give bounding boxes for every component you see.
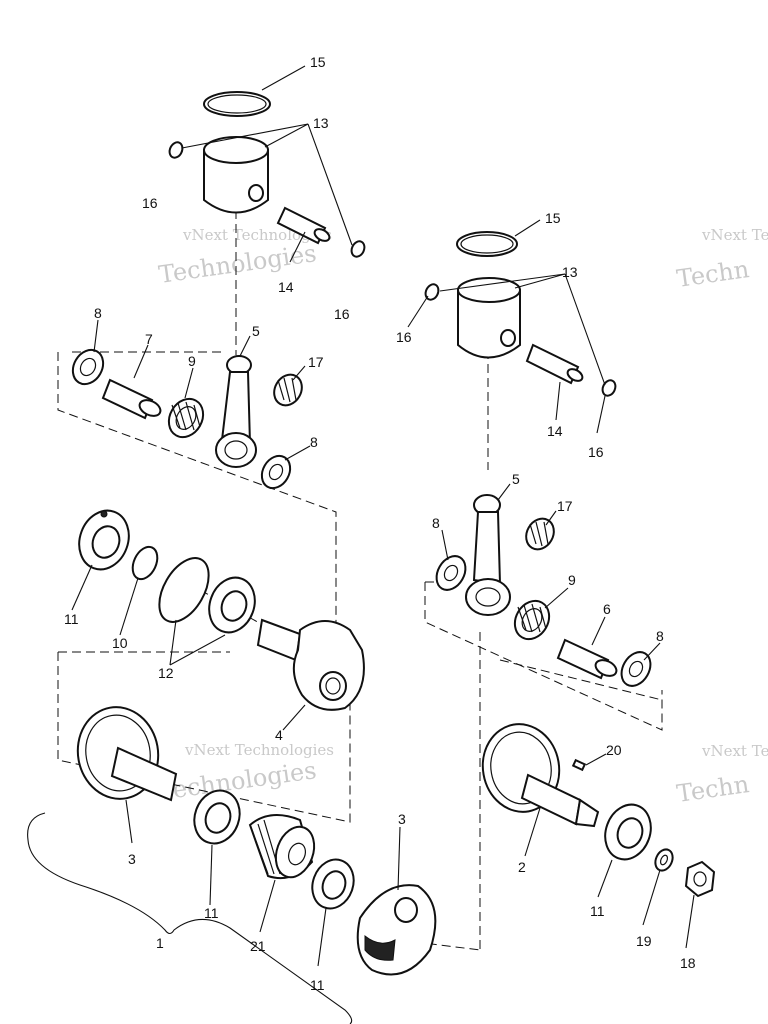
right-piston-pin <box>525 343 584 385</box>
left-thrust-washer-8b <box>260 454 292 490</box>
left-piston <box>203 136 269 214</box>
labyrinth-seal-21 <box>248 814 316 880</box>
watermark-top-right: vNext Te Techn <box>675 226 768 293</box>
right-thrust-washer-8d <box>620 651 652 687</box>
right-main-bearing-11e <box>604 803 652 861</box>
callout-16-left-top: 16 <box>142 195 158 211</box>
svg-text:Techn: Techn <box>675 255 751 293</box>
callout-16-right-side: 16 <box>588 444 604 460</box>
callout-labels: 15 13 16 14 16 8 7 9 5 17 8 11 10 12 4 3… <box>64 54 696 993</box>
right-piston-ring <box>456 231 518 257</box>
right-circlip-top <box>424 283 440 301</box>
left-circlip-top <box>168 141 184 159</box>
callout-11-right: 11 <box>590 903 605 919</box>
callout-19: 19 <box>636 933 652 949</box>
callout-7: 7 <box>145 331 153 347</box>
svg-text:vNext Te: vNext Te <box>701 226 768 244</box>
callout-17-right: 17 <box>557 498 573 514</box>
callout-13-right: 13 <box>562 264 578 280</box>
right-needle-bearing-9 <box>513 599 551 641</box>
callout-1: 1 <box>156 935 164 951</box>
svg-text:vNext Technologies: vNext Technologies <box>184 741 334 759</box>
crankshaft-flywheel-3b <box>356 884 437 976</box>
center-main-bearing-11c <box>193 789 241 845</box>
left-snap-ring-10 <box>131 545 159 581</box>
watermark-right-middle: vNext Te Techn <box>675 742 768 808</box>
left-crank-pin-7 <box>101 378 162 420</box>
callout-16-left-side: 16 <box>334 306 350 322</box>
callout-15-left: 15 <box>310 54 326 70</box>
callout-21: 21 <box>250 938 266 954</box>
callout-20: 20 <box>606 742 622 758</box>
left-piston-pin <box>276 206 331 245</box>
svg-text:Technologies: Technologies <box>157 756 318 806</box>
right-connecting-rod-5 <box>465 494 511 616</box>
callout-8-left-top: 8 <box>94 305 102 321</box>
callout-8-right-right: 8 <box>656 628 664 644</box>
svg-text:vNext Te: vNext Te <box>701 742 768 760</box>
center-main-bearing-11d <box>311 858 355 910</box>
callout-13-left: 13 <box>313 115 329 131</box>
callout-11-center-right: 11 <box>310 977 325 993</box>
right-crank-pin-6 <box>556 638 618 680</box>
hex-nut-18 <box>684 860 716 898</box>
callout-6: 6 <box>603 601 611 617</box>
callout-15-right: 15 <box>545 210 561 226</box>
callout-2: 2 <box>518 859 526 875</box>
right-thrust-washer-8c <box>435 555 467 591</box>
left-needle-bearing-9 <box>167 397 205 439</box>
right-small-end-bearing-17 <box>525 517 555 551</box>
callout-9-left: 9 <box>188 353 196 369</box>
callout-3-left: 3 <box>128 851 136 867</box>
right-piston <box>457 277 521 359</box>
woodruff-key-20 <box>571 758 587 772</box>
lock-washer-19 <box>654 848 674 872</box>
left-connecting-rod-5 <box>215 355 257 468</box>
callout-12: 12 <box>158 665 174 681</box>
callout-18: 18 <box>680 955 696 971</box>
callout-8-right-left: 8 <box>432 515 440 531</box>
leader-lines <box>71 65 695 967</box>
svg-text:Technologies: Technologies <box>157 239 318 289</box>
callout-17-left: 17 <box>308 354 324 370</box>
left-thrust-washer-8a <box>71 348 105 386</box>
left-main-bearing-11a <box>78 509 130 571</box>
callout-5-right: 5 <box>512 471 520 487</box>
callout-14-right: 14 <box>547 423 563 439</box>
callout-14-left: 14 <box>278 279 294 295</box>
left-retaining-ring-12 <box>158 557 210 623</box>
left-piston-ring <box>203 91 271 117</box>
callout-5-left: 5 <box>252 323 260 339</box>
callout-9-right: 9 <box>568 572 576 588</box>
callout-8-left-bottom: 8 <box>310 434 318 450</box>
callout-11-center-left: 11 <box>204 905 219 921</box>
assembly-bracket-1 <box>27 812 353 1024</box>
left-small-end-bearing-17 <box>273 373 303 407</box>
left-main-bearing-11b <box>208 576 256 634</box>
callout-3-right: 3 <box>398 811 406 827</box>
watermark-middle: vNext Technologies Technologies <box>157 741 334 806</box>
callout-4: 4 <box>275 727 283 743</box>
crankshaft-flywheel-3a <box>76 706 178 802</box>
left-circlip-side <box>350 240 366 258</box>
callout-11-left-top: 11 <box>64 611 79 627</box>
left-crank-web-4 <box>256 618 365 711</box>
right-crankshaft-half-2 <box>481 723 600 828</box>
svg-text:Techn: Techn <box>675 770 751 808</box>
right-circlip-side <box>601 379 617 397</box>
callout-10: 10 <box>112 635 128 651</box>
callout-16-right-top: 16 <box>396 329 412 345</box>
